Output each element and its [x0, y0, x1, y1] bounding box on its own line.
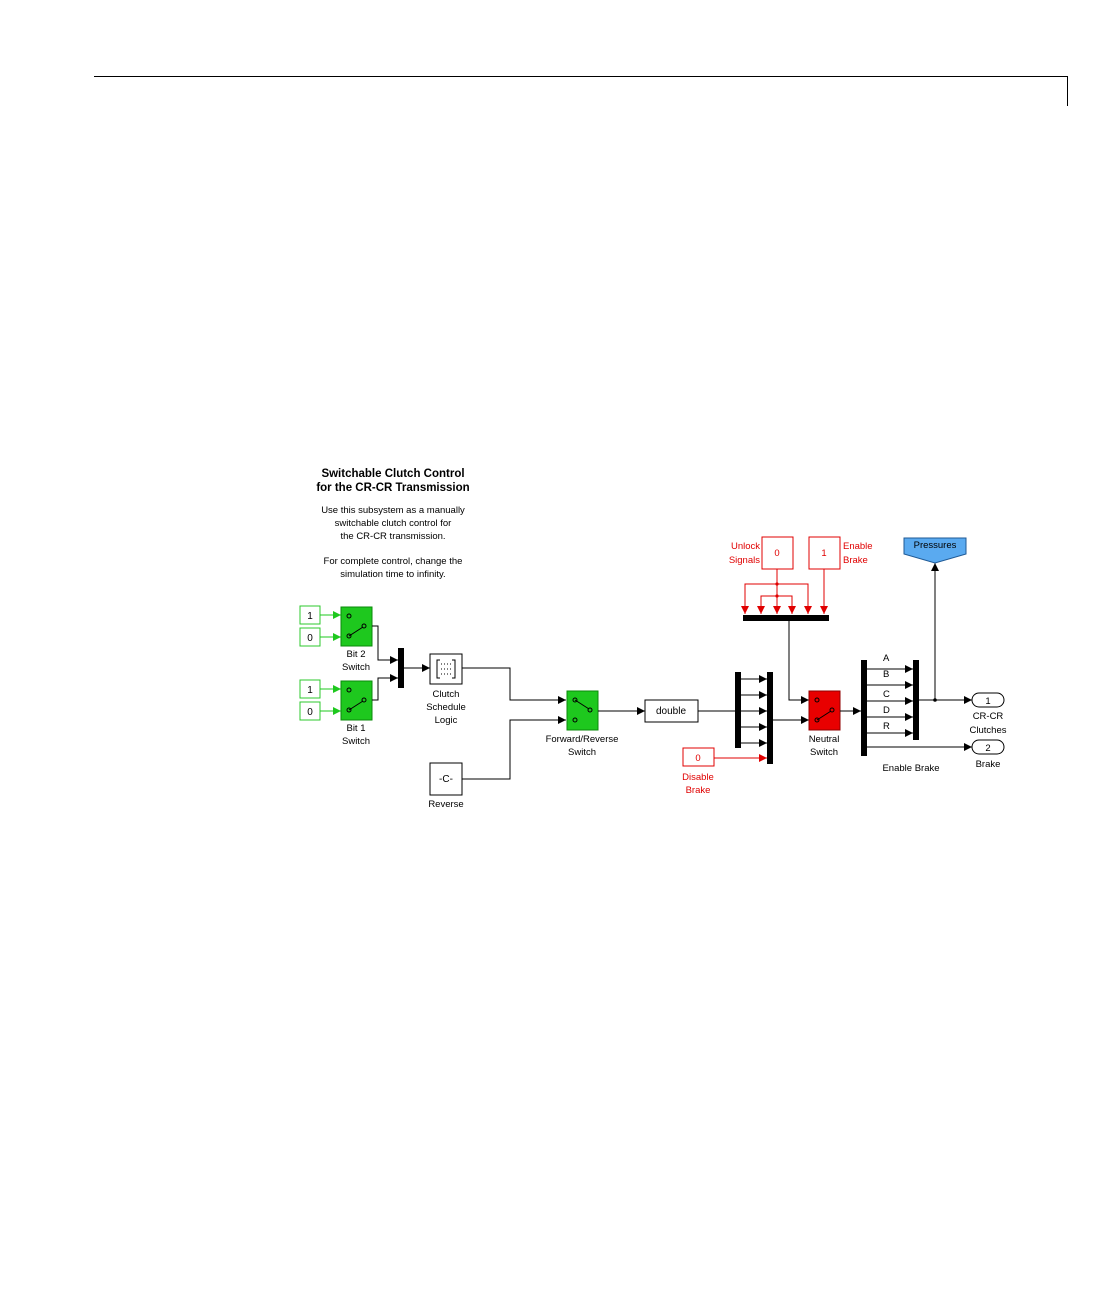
svg-text:1: 1 [821, 548, 826, 559]
svg-text:double: double [656, 706, 686, 717]
clutch-schedule-label-3: Logic [435, 715, 458, 726]
forward-reverse-switch-block[interactable] [566, 690, 599, 731]
svg-text:0: 0 [307, 707, 313, 718]
svg-text:2: 2 [985, 743, 990, 754]
bus-signal-d: D [883, 705, 890, 716]
bit1-switch-label-2: Switch [342, 736, 370, 747]
diagram-title-line-1: Switchable Clutch Control [321, 468, 464, 480]
disable-brake-constant[interactable]: 0 [682, 747, 715, 767]
disable-brake-label-2: Brake [686, 785, 711, 796]
outport-2-label: Brake [976, 759, 1001, 770]
double-convert-block[interactable]: double [644, 699, 699, 723]
bus-signal-a: A [883, 653, 890, 664]
svg-text:0: 0 [695, 753, 700, 764]
bus-signal-c: C [883, 689, 890, 700]
mux-bits[interactable] [398, 648, 404, 688]
svg-text:1: 1 [307, 611, 313, 622]
unlock-label-2: Signals [729, 555, 760, 566]
unlock-label-1: Unlock [731, 541, 760, 552]
bit1-switch-block[interactable] [340, 680, 373, 721]
outport-2-brake[interactable]: 2 [971, 739, 1005, 755]
svg-text:0: 0 [774, 548, 779, 559]
fr-switch-label-2: Switch [568, 747, 596, 758]
page-corner-tick [1067, 76, 1068, 106]
mux-clutch-signals[interactable] [767, 672, 773, 764]
neutral-switch-label-1: Neutral [809, 734, 840, 745]
svg-text:-C-: -C- [439, 774, 453, 785]
bus-signal-r: R [883, 721, 890, 732]
outport-1-label-2: Clutches [970, 725, 1007, 736]
note-line-6: simulation time to infinity. [340, 569, 445, 580]
svg-text:0: 0 [307, 633, 313, 644]
const-bit1-b[interactable]: 0 [299, 701, 321, 721]
bit1-switch-label-1: Bit 1 [346, 723, 365, 734]
note-line-2: switchable clutch control for [335, 518, 452, 529]
bit2-switch-block[interactable] [340, 606, 373, 647]
neutral-switch-block[interactable] [808, 690, 841, 731]
bit2-switch-label-2: Switch [342, 662, 370, 673]
page-header-rule [94, 76, 1068, 77]
svg-text:Pressures: Pressures [914, 540, 957, 551]
demux-brake-signals[interactable] [861, 660, 867, 756]
enable-label-2: Brake [843, 555, 868, 566]
unlock-signals-constant[interactable]: 0 [761, 536, 794, 570]
note-line-3: the CR-CR transmission. [340, 531, 445, 542]
enable-label-1: Enable [843, 541, 873, 552]
clutch-schedule-label-1: Clutch [433, 689, 460, 700]
const-bit2-a[interactable]: 1 [299, 605, 321, 625]
enable-brake-constant[interactable]: 1 [808, 536, 841, 570]
reverse-constant-block[interactable]: -C- [429, 762, 463, 796]
svg-text:1: 1 [985, 696, 990, 707]
note-line-1: Use this subsystem as a manually [321, 505, 465, 516]
neutral-switch-label-2: Switch [810, 747, 838, 758]
fr-switch-label-1: Forward/Reverse [546, 734, 619, 745]
enable-brake-bus-label: Enable Brake [882, 763, 939, 774]
clutch-schedule-block[interactable] [429, 653, 463, 685]
demux-clutch-signals[interactable] [735, 672, 741, 748]
bit2-switch-label-1: Bit 2 [346, 649, 365, 660]
clutch-schedule-label-2: Schedule [426, 702, 466, 713]
reverse-label: Reverse [428, 799, 463, 810]
bus-creator-clutches[interactable] [913, 660, 919, 740]
disable-brake-label-1: Disable [682, 772, 714, 783]
bus-signal-b: B [883, 669, 889, 680]
svg-text:1: 1 [307, 685, 313, 696]
outport-1-clutches[interactable]: 1 [971, 692, 1005, 708]
mux-unlock-signals[interactable] [743, 615, 829, 621]
outport-1-label-1: CR-CR [973, 711, 1004, 722]
pressures-goto-block[interactable]: Pressures [903, 537, 967, 564]
diagram-title-line-2: for the CR-CR Transmission [316, 482, 469, 494]
const-bit2-b[interactable]: 0 [299, 627, 321, 647]
note-line-5: For complete control, change the [324, 556, 463, 567]
const-bit1-a[interactable]: 1 [299, 679, 321, 699]
